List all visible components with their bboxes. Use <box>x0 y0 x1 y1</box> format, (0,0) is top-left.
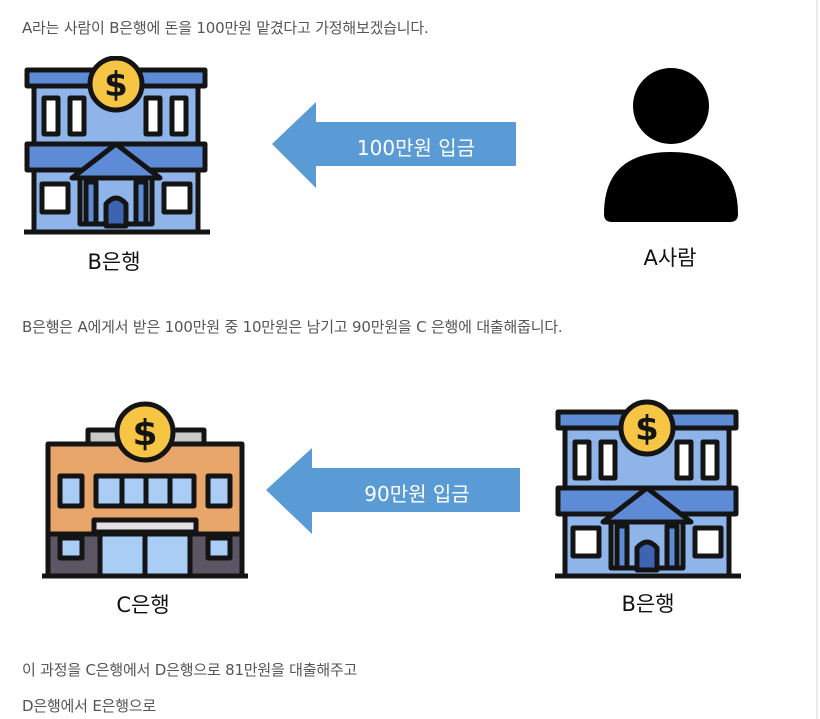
intro-paragraph: A라는 사람이 B은행에 돈을 100만원 맡겼다고 가정해보겠습니다. <box>22 19 429 37</box>
loan-paragraph: B은행은 A에게서 받은 100만원 중 10만원은 남기고 90만원을 C 은… <box>22 318 563 336</box>
arrow-label-90: 90만원 입금 <box>364 482 470 506</box>
process-paragraph: 이 과정을 C은행에서 D은행으로 81만원을 대출해주고 <box>22 661 358 679</box>
arrow-label-100: 100만원 입금 <box>356 136 476 160</box>
bank-building-blue-icon-2: $ <box>553 398 743 580</box>
page-edge-divider <box>816 0 818 719</box>
deposit-arrow-left <box>270 100 518 190</box>
person-a-label: A사람 <box>643 246 697 270</box>
bank-building-orange-icon: $ <box>40 400 250 582</box>
deposit-arrow-left-2 <box>264 446 522 536</box>
person-icon <box>598 66 744 226</box>
svg-text:$: $ <box>635 409 659 449</box>
bank-c-label: C은행 <box>116 593 170 617</box>
svg-text:$: $ <box>132 413 157 454</box>
continuation-paragraph: D은행에서 E은행으로 <box>22 697 156 715</box>
bank-b-label: B은행 <box>87 250 141 274</box>
bank-building-blue-icon: $ <box>22 55 212 236</box>
svg-text:$: $ <box>104 65 128 105</box>
bank-b-label-2: B은행 <box>621 592 675 616</box>
